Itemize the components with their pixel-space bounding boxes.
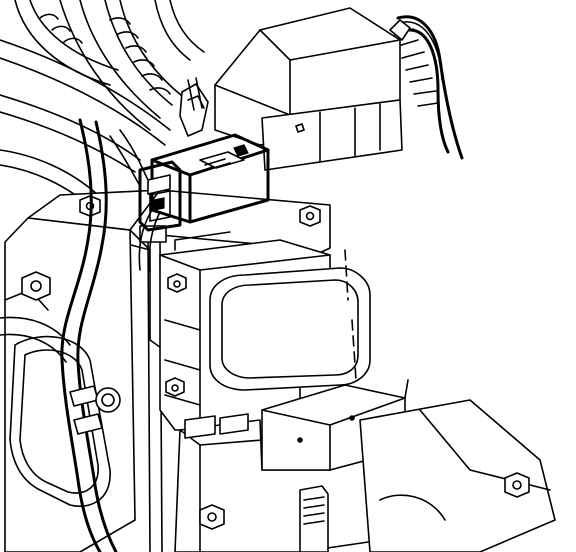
break-line (344, 249, 357, 381)
modulator-body (159, 231, 371, 431)
wiring-connector (150, 133, 270, 224)
brake-line (0, 118, 121, 552)
wiring-harness-left (0, 0, 205, 209)
support-bracket (359, 379, 556, 552)
lower-housing (174, 413, 383, 552)
wiring-loom-right (389, 15, 464, 160)
mounting-plate (4, 217, 136, 552)
control-module (214, 7, 403, 171)
hex-nut (165, 205, 321, 397)
connector-lead-wire (109, 77, 203, 273)
harness-loom-rings (39, 13, 171, 95)
